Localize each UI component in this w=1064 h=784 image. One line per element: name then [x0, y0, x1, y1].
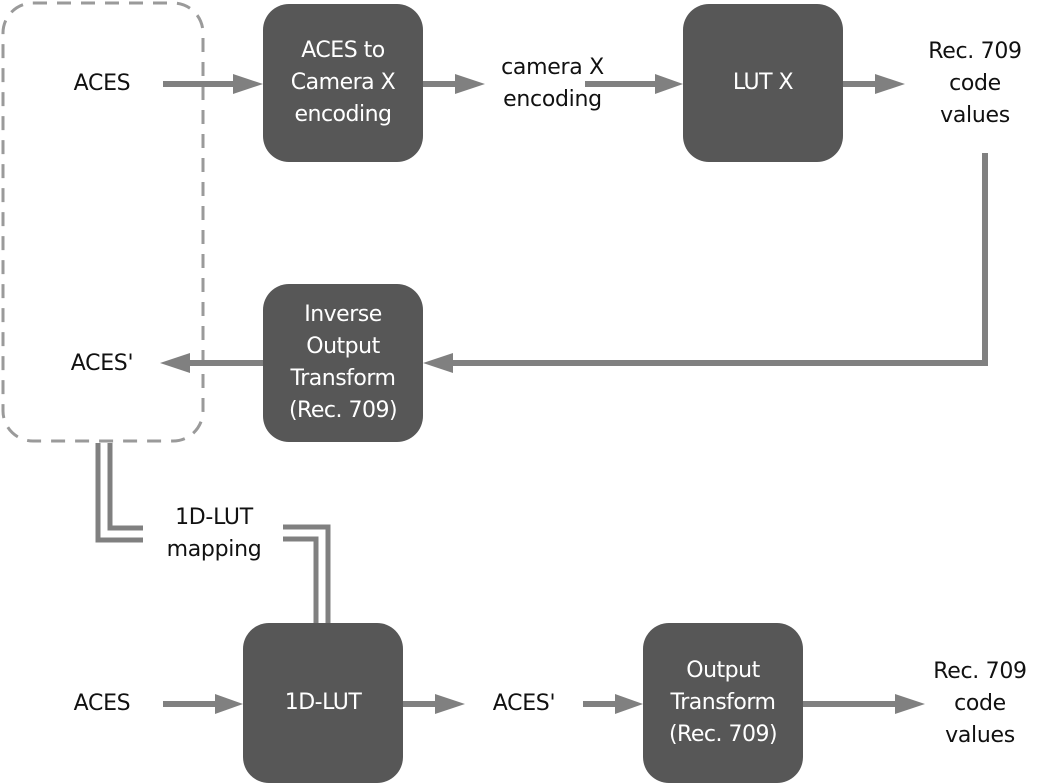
- arrow-box1-to-camera-encoding: [423, 74, 485, 94]
- label-line: Rec. 709: [933, 659, 1027, 684]
- box-line: Transform: [290, 366, 396, 391]
- label-rec709-code-values-top: Rec. 709 code values: [910, 36, 1040, 132]
- label-1d-lut-mapping: 1D-LUT mapping: [145, 502, 283, 566]
- label-line: encoding: [503, 87, 602, 112]
- box-line: ACES to: [301, 38, 385, 63]
- dashed-group-outline: [1, 1, 205, 443]
- box-line: LUT X: [732, 70, 794, 95]
- arrow-camera-encoding-to-lut: [585, 74, 683, 94]
- box-line: (Rec. 709): [668, 722, 778, 747]
- label-line: 1D-LUT: [175, 505, 253, 530]
- box-1d-lut: 1D-LUT: [243, 623, 403, 783]
- arrow-output-transform-to-rec709: [803, 694, 925, 714]
- label-line: values: [940, 103, 1010, 128]
- box-line: Inverse: [304, 302, 382, 327]
- box-line: 1D-LUT: [284, 690, 362, 715]
- double-line-group-to-mapping: [95, 443, 143, 543]
- label-line: code: [949, 71, 1001, 96]
- box-lut-x: LUT X: [683, 4, 843, 162]
- box-output-transform: Output Transform (Rec. 709): [643, 623, 803, 783]
- label-aces-bottom: ACES: [73, 691, 131, 716]
- box-inverse-output-transform: Inverse Output Transform (Rec. 709): [263, 284, 423, 442]
- box-line: Output: [686, 658, 760, 683]
- box-line: Camera X: [290, 70, 396, 95]
- arrow-aces-to-box1: [163, 74, 263, 94]
- label-line: code: [954, 691, 1006, 716]
- label-camera-x-encoding: camera X encoding: [485, 52, 620, 116]
- label-aces-prime-middle: ACES': [70, 351, 134, 376]
- arrow-rec709-to-inverse-transform: [423, 153, 988, 373]
- label-aces-top: ACES: [73, 71, 131, 96]
- label-line: values: [945, 723, 1015, 748]
- box-line: Transform: [670, 690, 776, 715]
- label-line: mapping: [166, 537, 262, 562]
- label-line: Rec. 709: [928, 39, 1022, 64]
- label-rec709-code-values-bottom: Rec. 709 code values: [915, 656, 1045, 752]
- box-line: (Rec. 709): [288, 398, 398, 423]
- arrow-lut-to-rec709: [843, 74, 905, 94]
- box-line: Output: [306, 334, 380, 359]
- box-aces-to-camera-x-encoding: ACES to Camera X encoding: [263, 4, 423, 162]
- box-line: encoding: [294, 102, 392, 127]
- label-aces-prime-bottom: ACES': [492, 691, 556, 716]
- label-line: camera X: [501, 55, 604, 80]
- double-line-mapping-to-1dlut: [283, 524, 331, 623]
- arrow-1dlut-to-aces-prime: [403, 694, 465, 714]
- arrow-aces-prime-to-output-transform: [583, 694, 643, 714]
- arrow-aces-to-1dlut: [163, 694, 243, 714]
- arrow-inverse-transform-to-aces-prime: [160, 353, 263, 373]
